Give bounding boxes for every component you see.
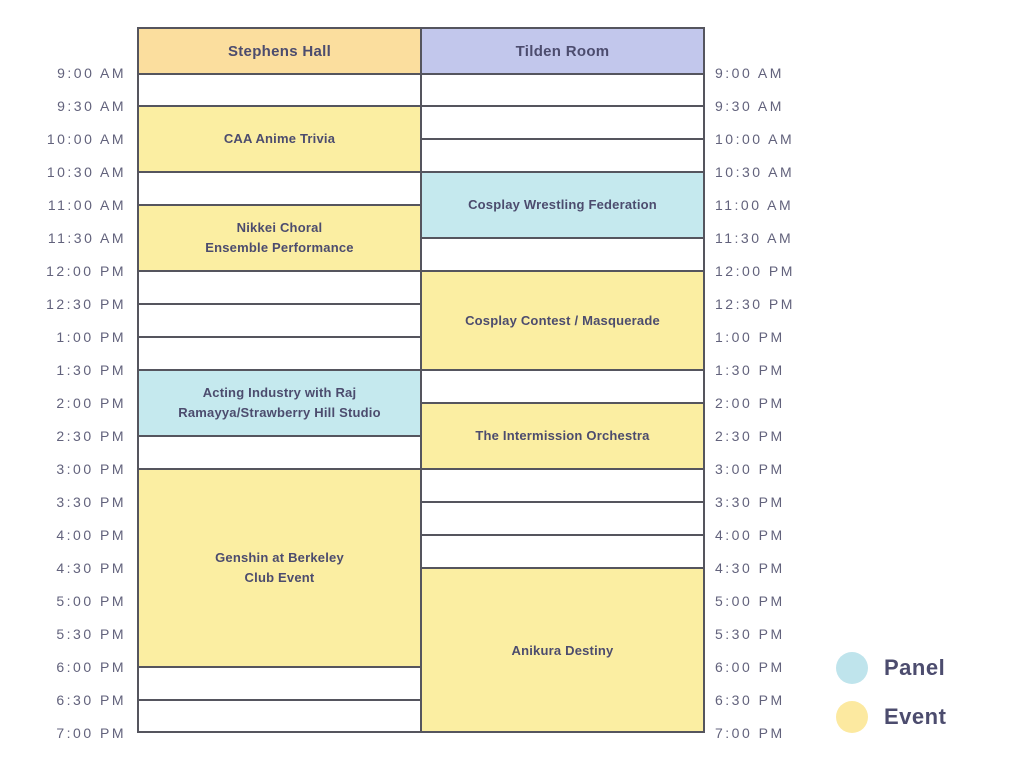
event-title-line: Ensemble Performance xyxy=(205,240,354,255)
time-label-left-12: 3:00 PM xyxy=(56,461,126,477)
event-block-cosplay-wrestling-federation: Cosplay Wrestling Federation xyxy=(420,171,705,239)
time-label-right-4: 11:00 AM xyxy=(715,197,794,213)
time-label-right-18: 6:00 PM xyxy=(715,659,785,675)
time-label-right-12: 3:00 PM xyxy=(715,461,785,477)
time-label-right-10: 2:00 PM xyxy=(715,395,785,411)
event-title-line: Ramayya/Strawberry Hill Studio xyxy=(178,405,381,420)
time-label-right-15: 4:30 PM xyxy=(715,560,785,576)
time-label-right-13: 3:30 PM xyxy=(715,494,785,510)
time-label-left-13: 3:30 PM xyxy=(56,494,126,510)
event-title-line: Anikura Destiny xyxy=(511,642,614,658)
time-label-right-8: 1:00 PM xyxy=(715,329,785,345)
room-header-tilden-room: Tilden Room xyxy=(420,27,705,75)
time-label-right-7: 12:30 PM xyxy=(715,296,795,312)
event-title-line: Cosplay Contest / Masquerade xyxy=(465,312,660,328)
time-label-left-19: 6:30 PM xyxy=(56,692,126,708)
event-block-cosplay-contest-masquerade: Cosplay Contest / Masquerade xyxy=(420,270,705,371)
time-label-left-11: 2:30 PM xyxy=(56,428,126,444)
time-label-left-5: 11:30 AM xyxy=(47,230,126,246)
room-header-label: Stephens Hall xyxy=(227,42,332,60)
gridline-row xyxy=(420,105,705,107)
room-header-stephens-hall: Stephens Hall xyxy=(137,27,422,75)
legend-item-panel: Panel xyxy=(836,652,946,684)
legend-label: Event xyxy=(884,704,947,729)
time-label-right-5: 11:30 AM xyxy=(715,230,794,246)
time-label-left-3: 10:30 AM xyxy=(46,164,126,180)
gridline-row xyxy=(420,138,705,140)
time-label-left-4: 11:00 AM xyxy=(47,197,126,213)
gridline-row xyxy=(420,501,705,503)
time-label-right-0: 9:00 AM xyxy=(715,65,784,81)
event-title-line: Nikkei Choral xyxy=(236,220,323,235)
event-title-line: Genshin at Berkeley xyxy=(215,550,344,565)
time-label-right-3: 10:30 AM xyxy=(715,164,795,180)
time-label-left-9: 1:30 PM xyxy=(56,362,126,378)
time-label-right-6: 12:00 PM xyxy=(715,263,795,279)
column-divider xyxy=(420,73,422,733)
time-label-right-16: 5:00 PM xyxy=(715,593,785,609)
time-label-left-7: 12:30 PM xyxy=(46,296,126,312)
event-block-anikura-destiny: Anikura Destiny xyxy=(420,567,705,733)
time-label-right-1: 9:30 AM xyxy=(715,98,784,114)
event-title-line: Club Event xyxy=(244,570,315,585)
time-label-right-14: 4:00 PM xyxy=(715,527,785,543)
time-label-left-16: 5:00 PM xyxy=(56,593,126,609)
time-label-left-8: 1:00 PM xyxy=(56,329,126,345)
time-label-right-9: 1:30 PM xyxy=(715,362,785,378)
event-title-line: The Intermission Orchestra xyxy=(475,428,650,443)
time-label-left-0: 9:00 AM xyxy=(57,65,126,81)
legend-swatch-event xyxy=(836,701,868,733)
legend-label: Panel xyxy=(884,655,946,680)
event-title-line: Cosplay Wrestling Federation xyxy=(468,197,657,212)
time-label-right-2: 10:00 AM xyxy=(715,131,795,147)
legend-swatch-panel xyxy=(836,652,868,684)
time-label-left-18: 6:00 PM xyxy=(56,659,126,675)
time-label-left-17: 5:30 PM xyxy=(56,626,126,642)
event-title-line: Acting Industry with Raj xyxy=(202,385,357,400)
time-label-right-17: 5:30 PM xyxy=(715,626,785,642)
event-block-caa-anime-trivia: CAA Anime Trivia xyxy=(137,105,422,173)
time-label-left-14: 4:00 PM xyxy=(56,527,126,543)
gridline-row xyxy=(137,699,422,701)
time-label-left-10: 2:00 PM xyxy=(56,395,126,411)
gridline-row xyxy=(137,303,422,305)
time-label-left-1: 9:30 AM xyxy=(57,98,126,114)
time-label-left-2: 10:00 AM xyxy=(46,131,126,147)
event-title-line: CAA Anime Trivia xyxy=(223,131,336,146)
room-header-label: Tilden Room xyxy=(515,42,610,60)
time-label-left-6: 12:00 PM xyxy=(46,263,126,279)
gridline-row xyxy=(420,534,705,536)
time-label-right-19: 6:30 PM xyxy=(715,692,785,708)
time-label-left-15: 4:30 PM xyxy=(56,560,126,576)
time-label-right-20: 7:00 PM xyxy=(715,725,785,741)
legend-item-event: Event xyxy=(836,701,946,733)
time-label-right-11: 2:30 PM xyxy=(715,428,785,444)
time-label-left-20: 7:00 PM xyxy=(56,725,126,741)
event-block-the-intermission-orchestra: The Intermission Orchestra xyxy=(420,402,705,470)
gridline-row xyxy=(137,336,422,338)
